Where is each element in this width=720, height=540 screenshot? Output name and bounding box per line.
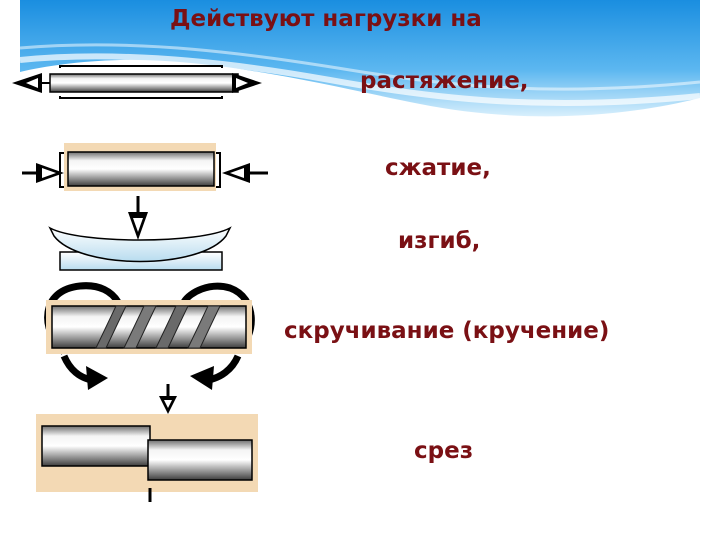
shear-figure [36, 384, 258, 502]
slide-title: Действуют нагрузки на [170, 6, 482, 32]
tension-figure [12, 65, 262, 99]
compression-figure [22, 143, 268, 191]
torsion-figure [44, 282, 255, 390]
label-torsion: скручивание (кручение) [284, 318, 610, 344]
label-bending: изгиб, [398, 228, 481, 254]
bending-figure [48, 196, 232, 271]
label-tension: растяжение, [360, 68, 529, 94]
header-banner [19, 0, 701, 117]
label-compression: сжатие, [385, 155, 491, 181]
label-shear: срез [414, 438, 474, 464]
